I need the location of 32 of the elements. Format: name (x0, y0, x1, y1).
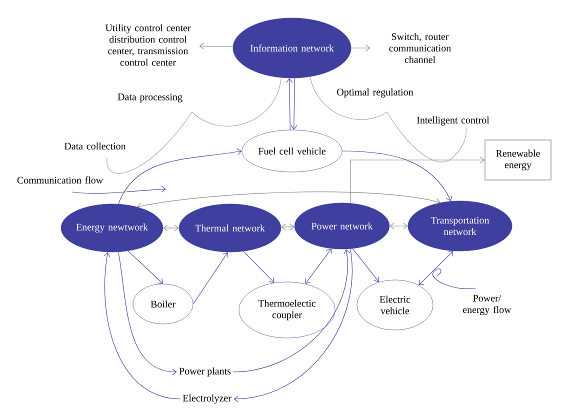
arrow (352, 248, 379, 282)
arrow (350, 44, 370, 52)
arrow (118, 252, 177, 376)
arrow (286, 78, 293, 130)
text-label: Utility control center distribution control center, transmission control center (105, 24, 191, 66)
arrow (350, 156, 485, 204)
flow-label: Communication flow (17, 176, 104, 184)
flow-label: Data processing (118, 94, 182, 102)
text-label: Switch, router communication channel (389, 32, 451, 63)
text-box: Renewable energy (484, 140, 552, 180)
double-arrow (163, 224, 179, 232)
arrow (199, 42, 234, 50)
flow-label: Intelligent control (416, 116, 490, 126)
flow-label: Data collection (64, 142, 126, 150)
arrow (118, 148, 242, 204)
arrow (192, 252, 228, 304)
arrow (243, 251, 274, 283)
arrow (342, 150, 452, 202)
double-arrow (137, 192, 440, 210)
double-arrow (390, 222, 408, 230)
double-arrow (305, 248, 332, 284)
arrow (290, 78, 298, 130)
double-arrow (418, 250, 454, 286)
flow-label: Optimal regulation (337, 88, 414, 98)
arrow (234, 248, 352, 402)
text-label: Power plants (179, 367, 231, 377)
text-label: Electrolyzer (182, 394, 232, 404)
double-arrow (281, 224, 294, 230)
arrow (104, 252, 181, 400)
arrow (232, 249, 350, 372)
flow-label: Power/ energy flow (463, 294, 512, 316)
arrow (128, 250, 163, 284)
